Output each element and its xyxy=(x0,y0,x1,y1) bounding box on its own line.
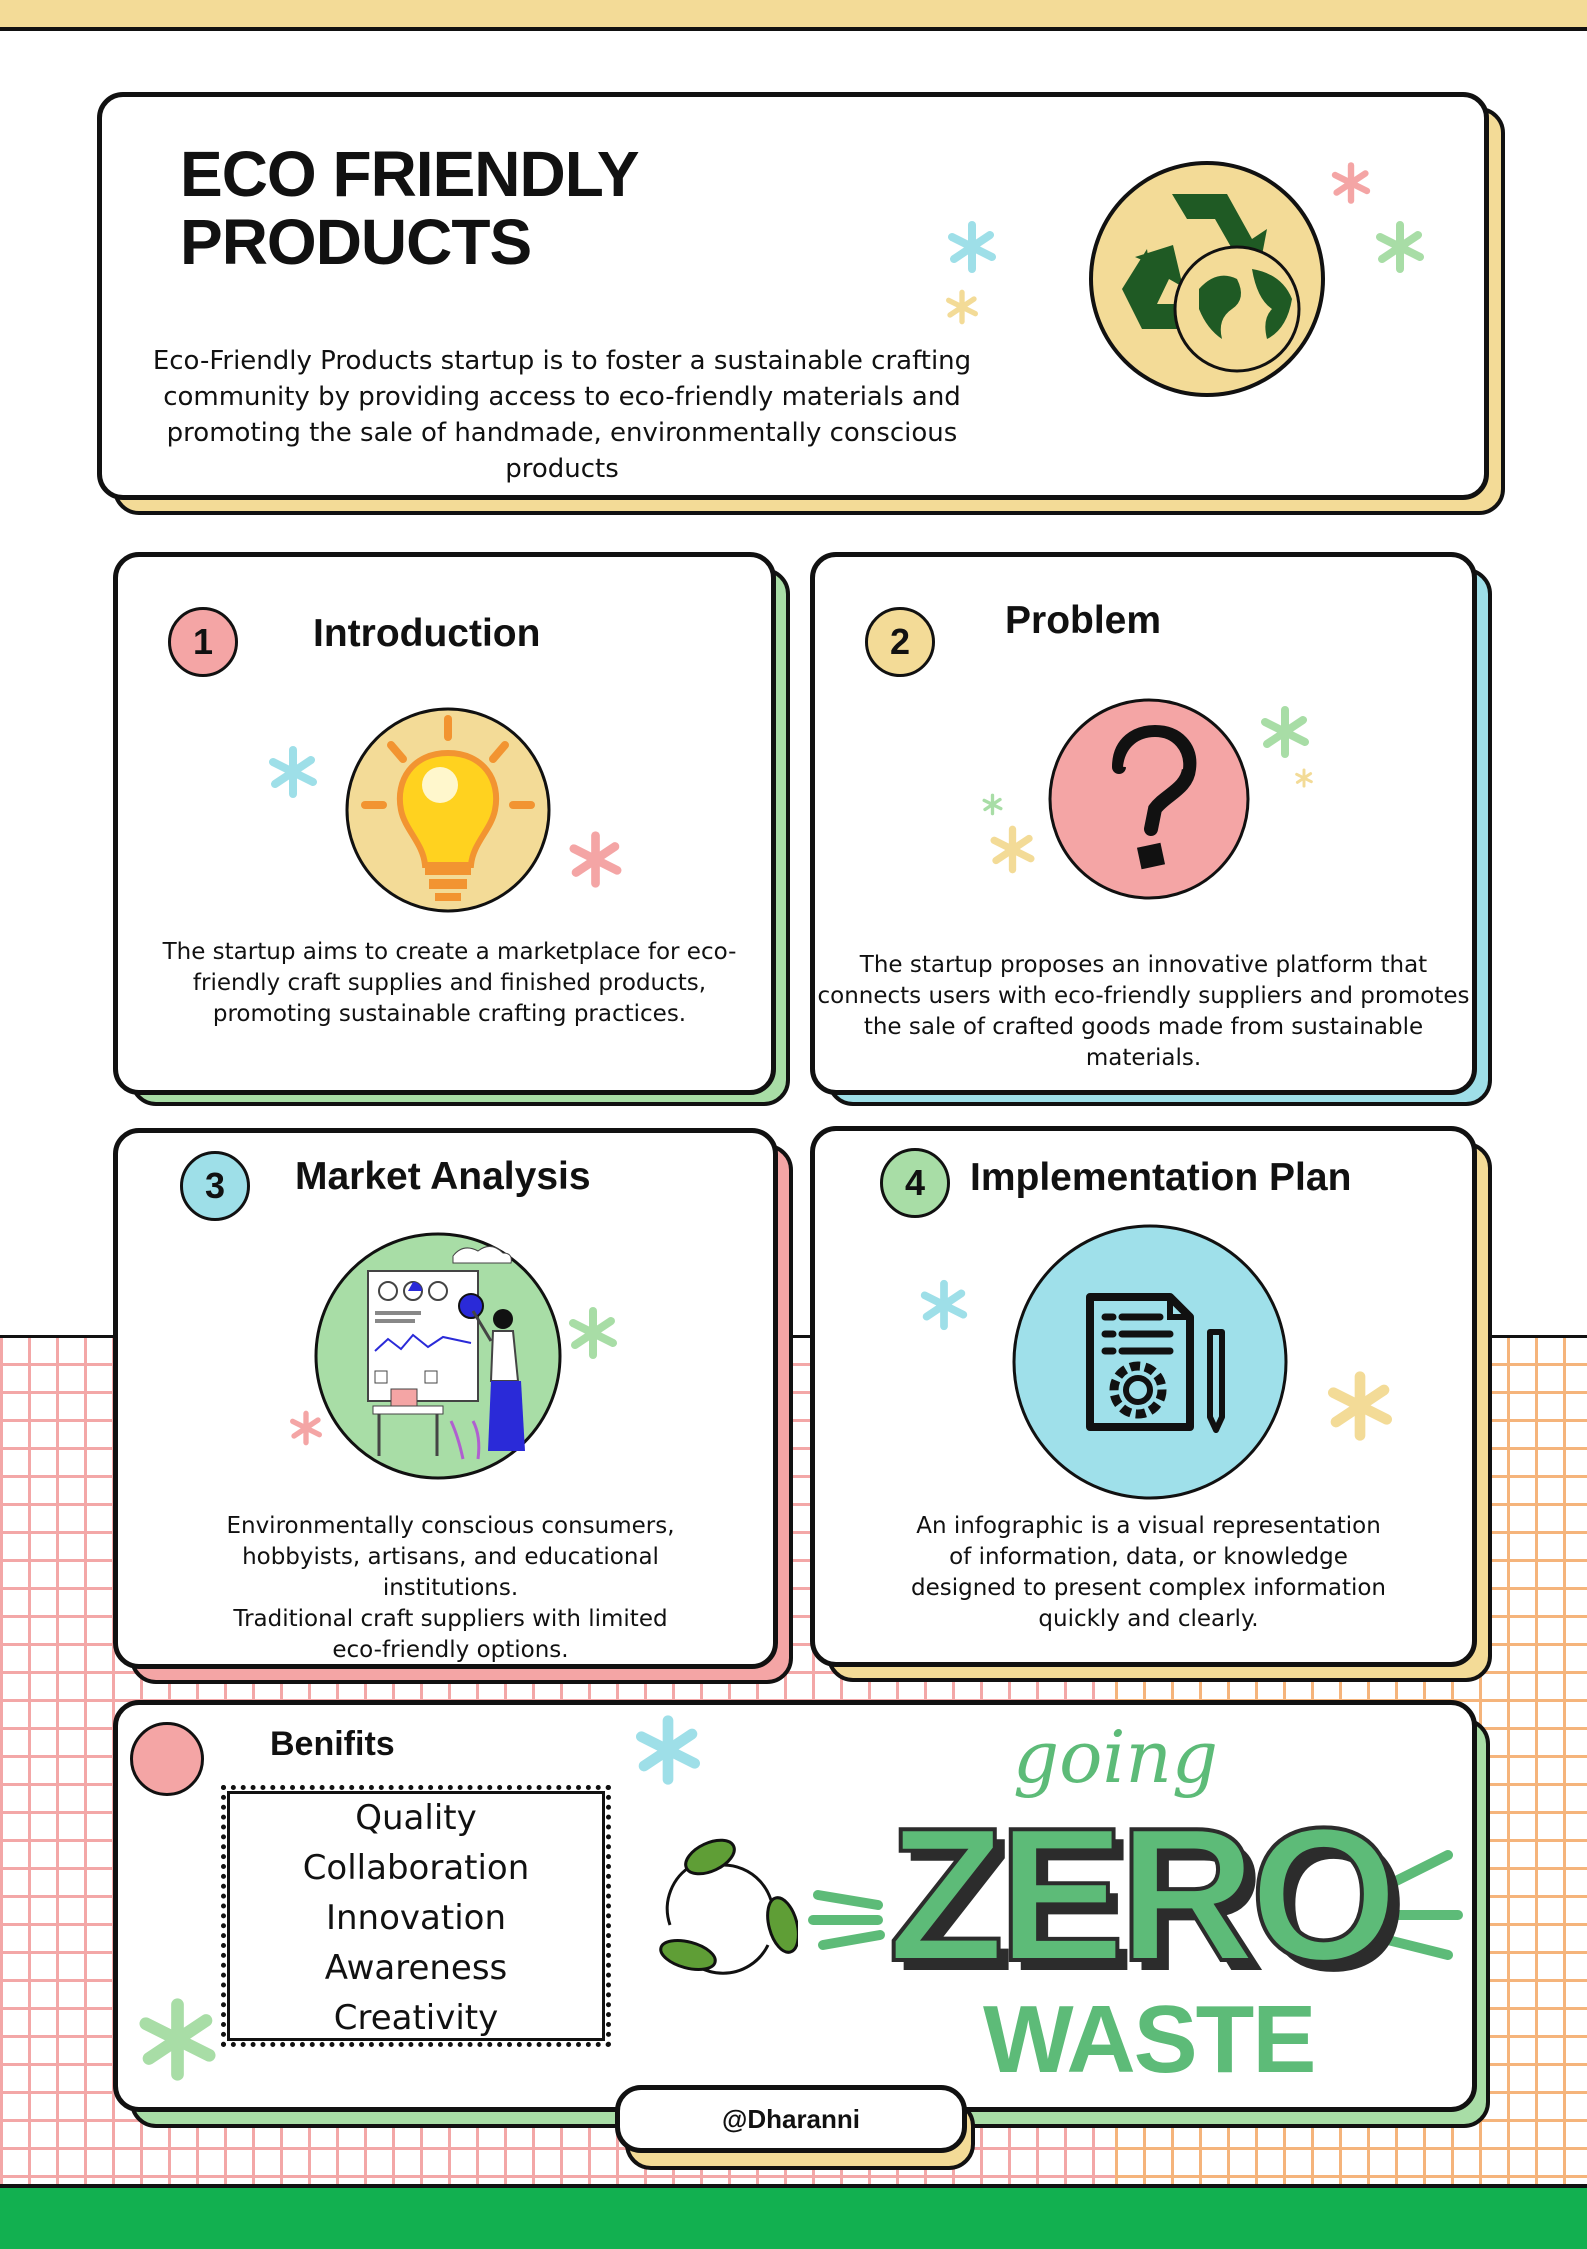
header-description: Eco-Friendly Products startup is to fost… xyxy=(122,343,1002,487)
section-description-line: Environmentally conscious consumers, xyxy=(226,1513,675,1539)
header-card: ECO FRIENDLY PRODUCTS Eco-Friendly Produ… xyxy=(97,92,1489,500)
section-number-badge: 4 xyxy=(880,1148,950,1218)
lightbulb-icon xyxy=(343,705,553,915)
intro-card: 1 Introduction The startup aims to creat… xyxy=(113,552,776,1095)
sparkle-icon xyxy=(1255,702,1315,762)
section-description-line: Traditional craft suppliers with limited xyxy=(233,1606,668,1632)
section-description-line: hobbyists, artisans, and educational xyxy=(242,1544,659,1570)
document-gear-icon xyxy=(1010,1222,1290,1502)
sparkle-icon xyxy=(942,217,1002,277)
author-handle: @Dharanni xyxy=(721,2103,861,2134)
section-description-line: of information, data, or knowledge xyxy=(949,1544,1348,1570)
sparkle-icon xyxy=(1327,159,1375,207)
section-title: Problem xyxy=(1005,599,1162,642)
zero-waste-graphic: going ZERO WASTE xyxy=(808,1715,1468,2105)
benefits-list: Quality Collaboration Innovation Awarene… xyxy=(221,1785,611,2047)
footer-handle-pill: @Dharanni xyxy=(615,2085,967,2153)
benefits-card: Benifits Quality Collaboration Innovatio… xyxy=(113,1700,1477,2112)
page-title-line-2: PRODUCTS xyxy=(180,206,532,278)
section-description-line: institutions. xyxy=(382,1575,519,1601)
page-title: ECO FRIENDLY PRODUCTS xyxy=(180,138,640,278)
section-title: Market Analysis xyxy=(295,1155,591,1198)
section-title: Introduction xyxy=(313,612,541,655)
section-number-badge: 1 xyxy=(168,607,238,677)
section-description-line: friendly craft supplies and finished pro… xyxy=(192,970,707,996)
benefit-item: Awareness xyxy=(324,1948,508,1988)
sparkle-icon xyxy=(286,1408,326,1448)
section-description-line: The startup aims to create a marketplace… xyxy=(162,939,737,965)
benefit-item: Quality xyxy=(355,1798,477,1838)
section-description-line: eco-friendly options. xyxy=(332,1637,569,1663)
recycle-globe-icon xyxy=(1087,159,1327,399)
section-description-line: designed to present complex information xyxy=(910,1575,1387,1601)
section-description-line: An infographic is a visual representatio… xyxy=(916,1513,1381,1539)
sparkle-icon xyxy=(942,287,982,327)
section-number-badge: 2 xyxy=(865,607,935,677)
section-title: Implementation Plan xyxy=(970,1156,1352,1199)
section-description: An infographic is a visual representatio… xyxy=(820,1511,1477,1635)
problem-card: 2 Problem The startup proposes an innova… xyxy=(810,552,1477,1095)
leaf-cycle-icon xyxy=(648,1835,798,1975)
zero-waste-waste: WASTE xyxy=(983,1986,1316,2093)
sparkle-icon xyxy=(263,742,323,802)
benefit-item: Creativity xyxy=(333,1998,499,2038)
sparkle-icon xyxy=(628,1710,708,1790)
market-card: 3 Market Analysis xyxy=(113,1128,778,1669)
sparkle-icon xyxy=(985,822,1040,877)
section-description-line: The startup proposes an innovative platf… xyxy=(859,952,1428,978)
benefit-item: Collaboration xyxy=(302,1848,530,1888)
sparkle-icon xyxy=(1320,1366,1400,1446)
benefits-dot xyxy=(130,1722,204,1796)
top-color-band xyxy=(0,0,1587,31)
implementation-card: 4 Implementation Plan An infographic is … xyxy=(810,1126,1477,1667)
sparkle-icon xyxy=(1370,217,1430,277)
sparkle-icon xyxy=(1293,767,1315,789)
bottom-color-band xyxy=(0,2184,1587,2249)
header-description-line: promoting the sale of handmade, environm… xyxy=(166,418,958,484)
section-description: The startup proposes an innovative platf… xyxy=(815,950,1472,1074)
section-description: The startup aims to create a marketplace… xyxy=(128,937,771,1030)
benefit-item: Innovation xyxy=(325,1898,506,1938)
section-description-line: quickly and clearly. xyxy=(1038,1606,1259,1632)
section-description-line: materials. xyxy=(1085,1045,1202,1071)
section-description-line: the sale of crafted goods made from sust… xyxy=(863,1014,1424,1040)
sparkle-icon xyxy=(130,1992,225,2087)
page-title-line-1: ECO FRIENDLY xyxy=(180,138,640,210)
sparkle-icon xyxy=(563,1303,623,1363)
presentation-illustration-icon xyxy=(313,1231,563,1481)
section-number-badge: 3 xyxy=(180,1151,250,1221)
benefits-title: Benifits xyxy=(270,1725,395,1763)
zero-waste-zero: ZERO xyxy=(886,1789,1400,2001)
header-description-line: community by providing access to eco-fri… xyxy=(163,382,961,412)
section-description: Environmentally conscious consumers, hob… xyxy=(128,1511,773,1666)
sparkle-icon xyxy=(915,1276,973,1334)
sparkle-icon xyxy=(980,792,1005,817)
section-description-line: connects users with eco-friendly supplie… xyxy=(817,983,1470,1009)
sparkle-icon xyxy=(563,827,628,892)
section-description-line: promoting sustainable crafting practices… xyxy=(212,1001,687,1027)
header-description-line: Eco-Friendly Products startup is to fost… xyxy=(152,346,972,376)
zero-waste-going: going xyxy=(1013,1715,1218,1799)
question-mark-icon xyxy=(1047,697,1252,902)
